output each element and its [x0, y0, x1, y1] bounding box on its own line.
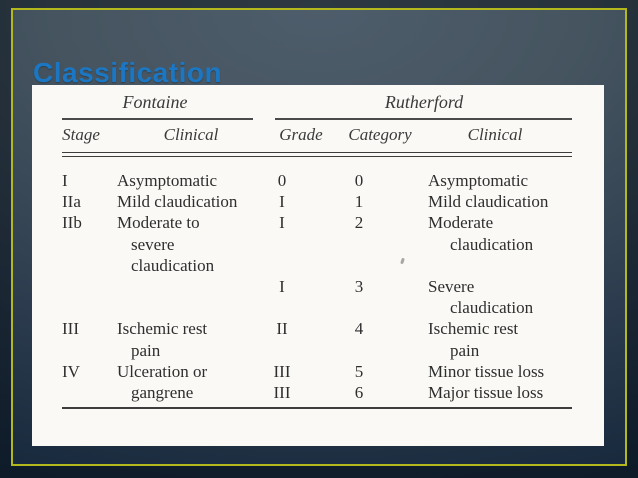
table-cell: Ischemic rest [428, 319, 519, 339]
table-cell: I [279, 213, 285, 233]
table-row: pain pain [32, 340, 604, 361]
table-cell: III [273, 383, 291, 402]
table-cell: gangrene [131, 383, 194, 402]
classification-table-image: Fontaine Rutherford Stage Clinical Grade… [32, 85, 604, 446]
table-cell: Moderate [428, 213, 494, 233]
column-header-stage: Stage [62, 125, 100, 144]
table-cell: 3 [354, 277, 364, 296]
rutherford-underline-rule [275, 118, 572, 120]
table-cell: IV [62, 361, 80, 381]
column-header-clinical-fontaine: Clinical [163, 125, 219, 144]
table-cell: pain [131, 340, 161, 360]
column-header-clinical-rutherford: Clinical [467, 125, 523, 144]
table-cell: 0 [277, 171, 287, 190]
table-row: III Ischemic rest II 4 Ischemic rest [32, 318, 604, 339]
table-cell: Ulceration or [117, 361, 208, 381]
table-cell: IIb [62, 213, 82, 233]
table-header-rule [62, 152, 572, 157]
table-cell: severe [131, 234, 175, 254]
table-row: IIa Mild claudication I 1 Mild claudication [32, 191, 604, 212]
table-row: IV Ulceration or III 5 Minor tissue loss [32, 361, 604, 382]
table-cell: Mild claudication [117, 192, 238, 212]
table-cell: III [62, 319, 79, 339]
table-cell: Minor tissue loss [428, 361, 545, 381]
table-row: claudication [32, 255, 604, 276]
table-cell: claudication [450, 298, 534, 318]
table-cell: Moderate to [117, 213, 200, 233]
column-header-category: Category [348, 125, 412, 144]
table-cell: 6 [354, 383, 364, 402]
slide-title: Classification [33, 57, 223, 88]
table-cell: Asymptomatic [117, 171, 218, 190]
column-header-grade: Grade [279, 125, 323, 144]
table-cell: Severe [428, 277, 475, 296]
table-cell: I [62, 171, 68, 190]
fontaine-underline-rule [62, 118, 253, 120]
table-row: I 3 Severe [32, 276, 604, 297]
table-row: IIb Moderate to I 2 Moderate [32, 212, 604, 233]
table-cell: pain [450, 340, 480, 360]
table-cell: 2 [354, 213, 364, 233]
table-row: severe claudication [32, 234, 604, 255]
table-cell: claudication [450, 234, 534, 254]
table-bottom-rule [62, 407, 572, 409]
table-cell: Asymptomatic [428, 171, 529, 190]
table-cell: 0 [354, 171, 364, 190]
table-row: claudication [32, 297, 604, 318]
table-cell: Mild claudication [428, 192, 549, 212]
table-cell: I [279, 192, 285, 212]
table-cell: III [273, 361, 291, 381]
table-cell: 5 [354, 361, 364, 381]
table-group-header-fontaine: Fontaine [122, 92, 188, 112]
table-row: I Asymptomatic 0 0 Asymptomatic [32, 170, 604, 191]
table-cell: claudication [131, 255, 215, 275]
table-cell: 1 [354, 192, 364, 212]
table-cell: II [276, 319, 288, 339]
table-group-header-rutherford: Rutherford [384, 92, 464, 112]
table-cell: IIa [62, 192, 81, 212]
table-cell: I [279, 277, 285, 296]
table-cell: 4 [354, 319, 364, 339]
table-cell: Ischemic rest [117, 319, 208, 339]
table-row: gangrene III 6 Major tissue loss [32, 382, 604, 403]
table-cell: Major tissue loss [428, 383, 544, 402]
